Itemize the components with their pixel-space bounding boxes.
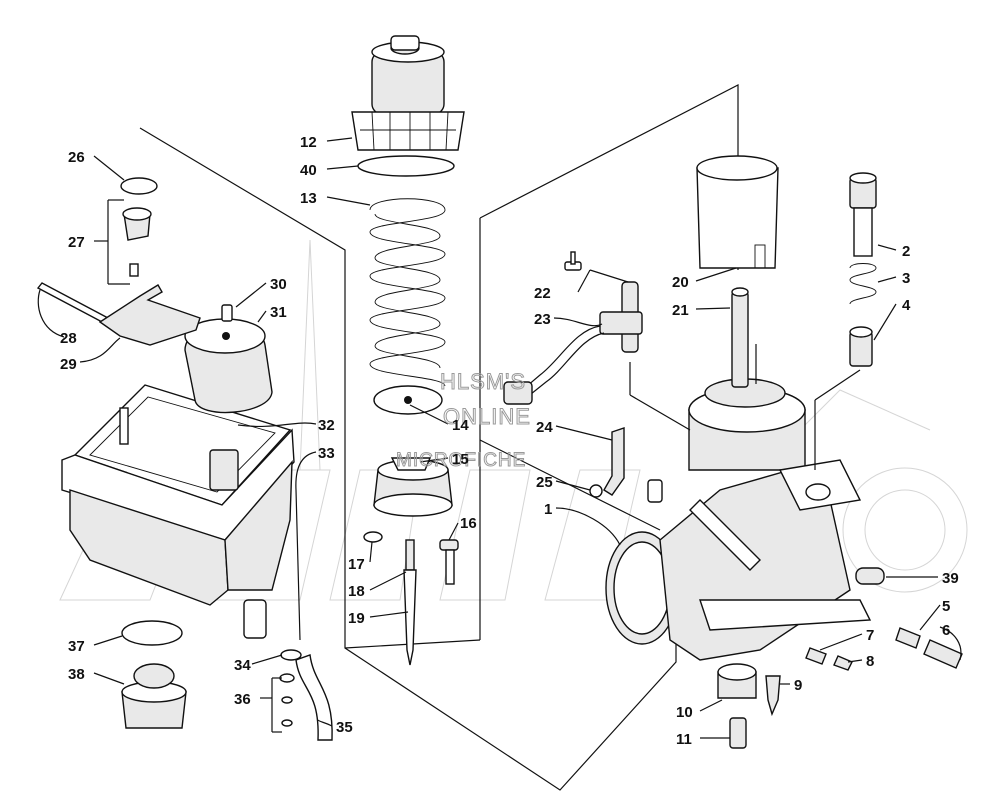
part-label-34: 34: [234, 657, 251, 674]
part-label-21: 21: [672, 302, 689, 319]
part-number-labels: 12 40 13 14 15 16 17 18 19 26 27 28 29 3…: [60, 134, 959, 748]
part-15-slide-valve: [373, 457, 453, 517]
leader-lines: [37, 137, 962, 739]
part-label-6: 6: [942, 622, 950, 639]
part-22-23-sensor: [503, 251, 643, 405]
part-5-6-7-8-jets: [805, 627, 963, 671]
watermark-line-3: MICROFICHE: [396, 450, 526, 471]
part-label-9: 9: [794, 677, 802, 694]
part-label-28: 28: [60, 330, 77, 347]
part-label-40: 40: [300, 162, 317, 179]
part-16-screw: [439, 539, 459, 585]
part-label-7: 7: [866, 627, 874, 644]
part-31-float: [184, 304, 273, 414]
part-label-30: 30: [270, 276, 287, 293]
part-38-drain-plug: [121, 663, 187, 729]
part-label-11: 11: [676, 731, 692, 748]
part-12-top-cap: [351, 35, 465, 151]
part-label-29: 29: [60, 356, 77, 373]
part-26-29-valve-and-lever: [36, 177, 201, 346]
float-bowl-assembly: [61, 384, 295, 639]
part-24-25-bracket: [589, 427, 625, 498]
part-label-14: 14: [452, 417, 469, 434]
part-label-23: 23: [534, 311, 551, 328]
part-label-38: 38: [68, 666, 85, 683]
part-label-22: 22: [534, 285, 551, 302]
part-label-18: 18: [348, 583, 365, 600]
part-label-15: 15: [452, 451, 469, 468]
part-label-13: 13: [300, 190, 317, 207]
part-label-31: 31: [270, 304, 287, 321]
part-label-20: 20: [672, 274, 689, 291]
part-label-27: 27: [68, 234, 85, 251]
watermark-line-1: HLSM'S: [440, 369, 526, 394]
part-label-2: 2: [902, 243, 910, 260]
watermark-line-2: ONLINE: [443, 404, 531, 429]
part-label-12: 12: [300, 134, 317, 151]
part-39-plug: [855, 567, 885, 585]
part-label-26: 26: [68, 149, 85, 166]
part-label-1: 1: [544, 501, 552, 518]
part-label-33: 33: [318, 445, 335, 462]
part-label-5: 5: [942, 598, 950, 615]
part-1-carburetor-body: [605, 378, 872, 661]
part-label-16: 16: [460, 515, 477, 532]
part-13-spring: [369, 198, 446, 415]
part-label-39: 39: [942, 570, 959, 587]
part-label-8: 8: [866, 653, 874, 670]
part-20-slide-cylinder: [696, 155, 779, 269]
part-21-needle-rod: [731, 287, 749, 388]
part-2-3-4-idle-screw: [849, 172, 877, 367]
part-label-36: 36: [234, 691, 251, 708]
part-label-24: 24: [536, 419, 553, 436]
part-label-35: 35: [336, 719, 353, 736]
part-34-35-36-hose: [279, 649, 333, 741]
part-17-18-19-needle: [363, 531, 417, 666]
part-label-4: 4: [902, 297, 911, 314]
part-label-32: 32: [318, 417, 335, 434]
part-label-10: 10: [676, 704, 693, 721]
part-label-37: 37: [68, 638, 85, 655]
part-label-25: 25: [536, 474, 553, 491]
part-40-o-ring: [357, 155, 455, 177]
part-37-o-ring: [121, 620, 183, 646]
part-9-10-11-jets: [717, 663, 781, 749]
part-label-17: 17: [348, 556, 365, 573]
watermark-text: HLSM'S ONLINE MICROFICHE: [396, 369, 531, 472]
part-label-3: 3: [902, 270, 910, 287]
part-label-19: 19: [348, 610, 365, 627]
